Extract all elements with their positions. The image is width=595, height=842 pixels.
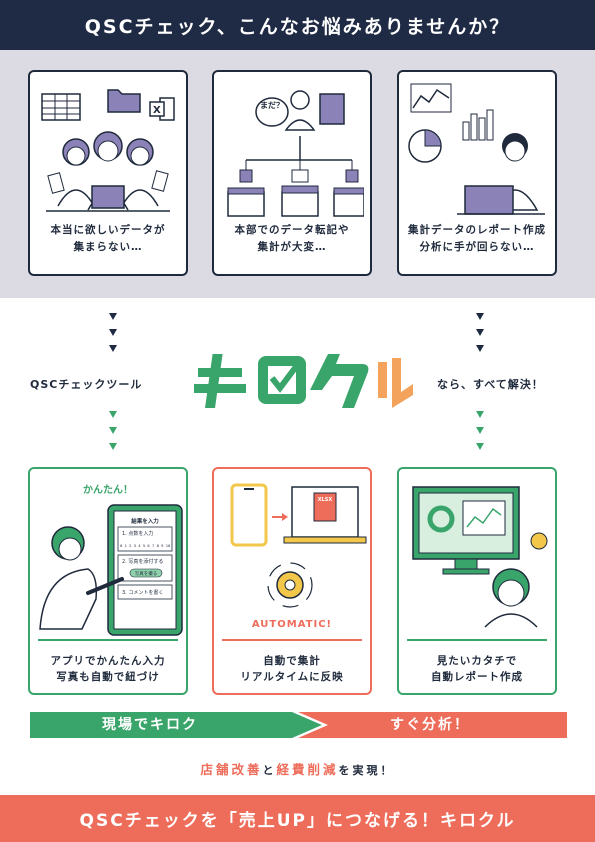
- solution-caption: 自動で集計 リアルタイムに反映: [214, 653, 370, 685]
- tablet-input-illustration: 結果を入力 1. 点数を入力 0 1 2 3 4 5 6 7 8 9 10 2.…: [39, 504, 183, 636]
- tool-label: QSCチェックツール: [30, 378, 143, 391]
- automatic-tag: AUTOMATIC!: [251, 619, 333, 630]
- caption-line: リアルタイムに反映: [240, 671, 344, 683]
- caption-line: 集計が大変…: [257, 241, 327, 253]
- flow-arrow-shape: [30, 712, 567, 738]
- problem-card-transcription: まだ？ 本部でのデータ転記や 集計が大変…: [212, 70, 372, 276]
- caption-line: 自動レポート作成: [431, 671, 523, 683]
- problem-card-data: X 本当に欲しいデータが 集まらない…: [28, 70, 188, 276]
- caption-line: 本当に欲しいデータが: [50, 224, 166, 236]
- solution-card-easy: かんたん！ 結果を入力 1. 点数を入力 0 1 2 3 4 5 6 7 8 9…: [28, 467, 188, 695]
- photo-button: 写真を撮る: [135, 570, 158, 577]
- report-overload-illustration: [408, 83, 545, 215]
- caption-line: 写真も自動で紐づけ: [56, 671, 160, 683]
- solve-all-label: なら、すべて解決！: [437, 378, 544, 391]
- caption-line: 本部でのデータ転記や: [234, 224, 350, 236]
- auto-aggregate-illustration: XLSX: [230, 483, 367, 608]
- result-joiner: と: [262, 764, 277, 777]
- caption-line: 分析に手が回らない…: [419, 241, 535, 253]
- solution-card-automatic: XLSX AUTOMATIC! 自動で集計 リアルタイムに反映: [212, 467, 372, 695]
- down-arrow-icon: [109, 313, 119, 361]
- down-arrow-icon: [109, 411, 119, 459]
- problem-caption: 本当に欲しいデータが 集まらない…: [30, 222, 186, 256]
- gear-icon: [276, 571, 304, 599]
- problem-card-report: 集計データのレポート作成 分析に手が回らない…: [397, 70, 557, 276]
- header-banner: QSCチェック、こんなお悩みありませんか？: [0, 0, 595, 50]
- card-divider: [222, 639, 362, 641]
- result-word: 店舗改善: [200, 762, 263, 777]
- caption-line: 見たいカタチで: [436, 655, 518, 667]
- worried-staff-illustration: X: [41, 89, 175, 212]
- result-statement: 店舗改善と経費削減を実現！: [0, 759, 595, 778]
- card-divider: [407, 639, 547, 641]
- result-word: 経費削減: [276, 762, 339, 777]
- tablet-item: 3. コメントを書く: [122, 589, 163, 596]
- card-tag: かんたん！: [83, 485, 133, 496]
- bubble-text: まだ？: [260, 101, 284, 110]
- flow-right-text: すぐ分析！: [390, 717, 470, 733]
- flow-left-text: 現場でキロク: [102, 717, 198, 733]
- down-arrow-icon: [476, 313, 486, 361]
- auto-report-illustration: [412, 486, 548, 628]
- problems-section: X 本当に欲しいデータが 集まらない… まだ？: [0, 50, 595, 298]
- card-divider: [38, 639, 178, 641]
- headquarters-stores-illustration: まだ？: [227, 90, 364, 217]
- score-digits: 0 1 2 3 4 5 6 7 8 9 10: [120, 543, 171, 548]
- svg-text:X: X: [153, 105, 161, 116]
- caption-line: アプリでかんたん入力: [50, 655, 166, 667]
- flow-banner: 現場でキロク すぐ分析！: [30, 712, 567, 738]
- solution-caption: 見たいカタチで 自動レポート作成: [399, 653, 555, 685]
- caption-line: 自動で集計: [263, 655, 321, 667]
- tablet-item: 1. 点数を入力: [122, 530, 153, 537]
- solution-caption: アプリでかんたん入力 写真も自動で紐づけ: [30, 653, 186, 685]
- caption-line: 集まらない…: [73, 241, 143, 253]
- tablet-item: 2. 写真を添付する: [122, 558, 163, 565]
- footer-banner: QSCチェックを「売上UP」につなげる！キロクル: [0, 795, 595, 842]
- xlsx-file-icon: XLSX: [318, 497, 333, 503]
- header-title: QSCチェック、こんなお悩みありませんか？: [84, 15, 511, 38]
- problem-caption: 集計データのレポート作成 分析に手が回らない…: [399, 222, 555, 256]
- footer-text: QSCチェックを「売上UP」につなげる！キロクル: [79, 811, 516, 831]
- caption-line: 集計データのレポート作成: [408, 224, 546, 236]
- problem-caption: 本部でのデータ転記や 集計が大変…: [214, 222, 370, 256]
- down-arrow-icon: [476, 411, 486, 459]
- solution-card-report: 見たいカタチで 自動レポート作成: [397, 467, 557, 695]
- tablet-title: 結果を入力: [131, 517, 159, 525]
- result-joiner: を実現！: [338, 764, 395, 777]
- kirokuru-logo: [194, 354, 413, 408]
